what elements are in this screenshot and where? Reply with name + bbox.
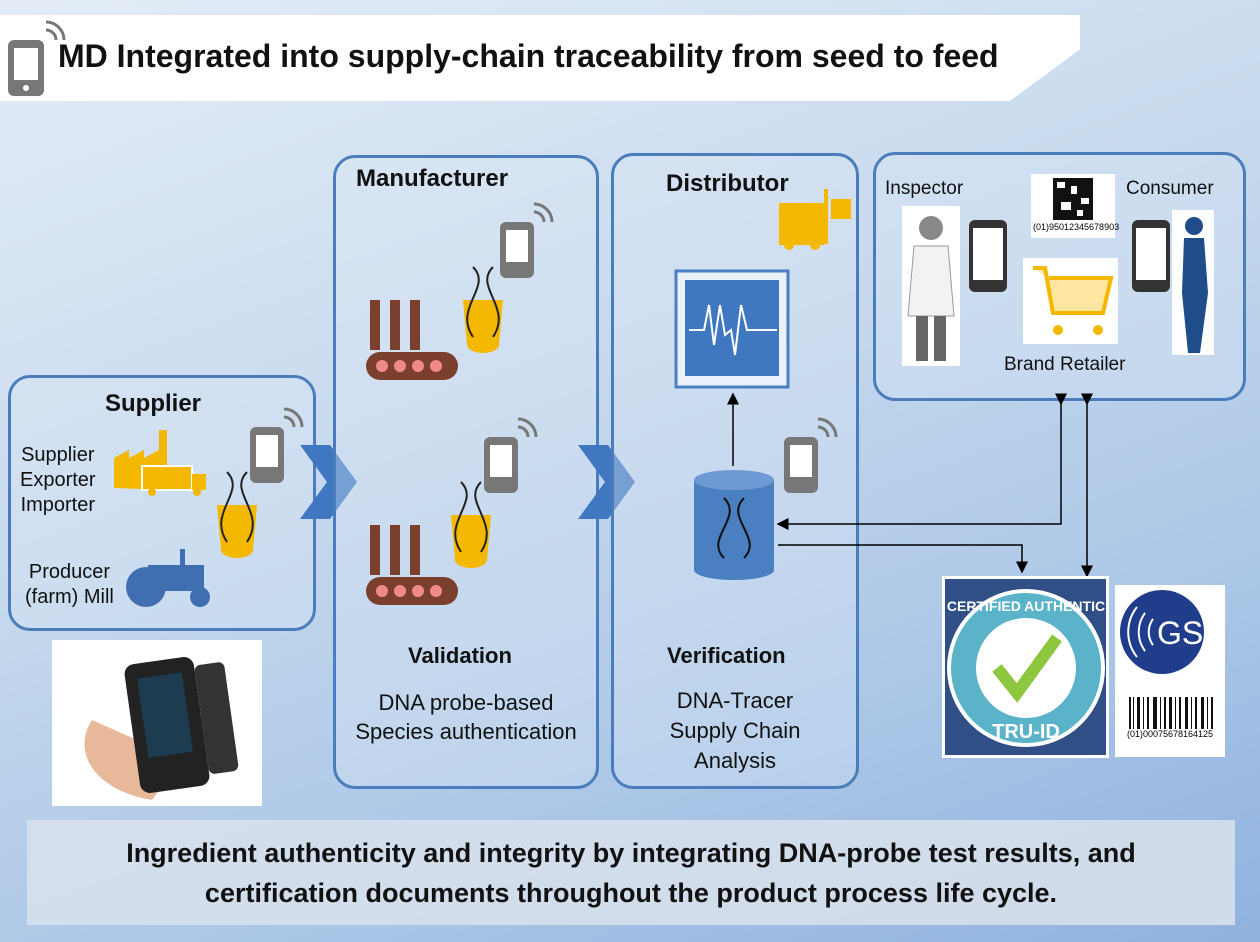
tru-id-certificate: CERTIFIED AUTHENTIC TRU-ID (942, 576, 1109, 758)
consumer-label: Consumer (1126, 178, 1214, 199)
banner-line2: certification documents throughout the p… (204, 877, 1058, 908)
distributor-heading: Distributor (666, 170, 789, 197)
dna-sample-icon (463, 266, 503, 353)
dna-sample-icon (217, 471, 257, 558)
production-line-icon (366, 300, 458, 380)
role-importer: Importer (20, 494, 96, 516)
linear-barcode-icon (1129, 697, 1213, 729)
verification-desc-line1: DNA-Tracer (676, 688, 794, 713)
tru-id-bottom-text: TRU-ID (992, 721, 1060, 743)
qr-code: (01)95012345678903 (1031, 174, 1120, 238)
page-title: MD Integrated into supply-chain traceabi… (58, 38, 999, 74)
supplier-roles: Supplier Exporter Importer (20, 443, 96, 518)
supplier-heading: Supplier (105, 390, 202, 417)
role-exporter: Exporter (20, 469, 96, 491)
inspector-figure-icon (902, 206, 960, 366)
verification-description: DNA-Tracer Supply Chain Analysis (613, 686, 857, 776)
tractor-icon (126, 549, 210, 607)
validation-desc-line2: Species authentication (355, 719, 577, 744)
verification-desc-line3: Analysis (694, 748, 776, 773)
shopping-cart-icon (1023, 258, 1118, 344)
consumer-figure-icon (1172, 210, 1214, 355)
dna-sample-icon (451, 481, 491, 568)
tru-id-seal-icon: CERTIFIED AUTHENTIC TRU-ID (947, 589, 1105, 747)
chevron-arrow-icon (300, 445, 357, 519)
production-line-icon (366, 525, 458, 605)
chevron-arrow-icon (578, 445, 635, 519)
dna-database-icon (694, 470, 774, 580)
gs1-logo-icon: GS1 (1120, 590, 1221, 674)
title-bar (0, 15, 1080, 101)
brand-retailer-label: Brand Retailer (1004, 354, 1126, 375)
manufacturer-box (333, 155, 599, 789)
qr-code-icon (1053, 178, 1093, 220)
inspector-label: Inspector (885, 178, 964, 199)
validation-description: DNA probe-based Species authentication (335, 688, 597, 746)
manufacturer-heading: Manufacturer (356, 165, 509, 192)
mobile-phone-icon (969, 220, 1007, 292)
qr-code-number: (01)95012345678903 (1033, 222, 1120, 232)
factory-truck-icon (114, 430, 206, 496)
monitor-waveform-icon (674, 269, 790, 389)
gs1-barcode-number: (01)00075678164125 (1126, 729, 1214, 739)
verification-desc-line2: Supply Chain (669, 718, 801, 743)
producer-line1: Producer (28, 561, 111, 583)
handheld-device-photo (52, 640, 262, 806)
mobile-device-icon (500, 202, 554, 278)
summary-banner: Ingredient authenticity and integrity by… (27, 820, 1235, 925)
mobile-phone-icon (1132, 220, 1170, 292)
producer-label: Producer (farm) Mill (25, 560, 114, 610)
banner-line1: Ingredient authenticity and integrity by… (126, 837, 1136, 868)
mobile-device-icon (484, 417, 538, 493)
forklift-icon (779, 189, 851, 250)
validation-heading: Validation (408, 643, 512, 668)
tru-id-top-text: CERTIFIED AUTHENTIC (947, 598, 1105, 614)
mobile-device-icon (8, 20, 66, 96)
gs1-text: GS1 (1157, 615, 1221, 651)
role-supplier: Supplier (21, 444, 95, 466)
validation-desc-line1: DNA probe-based (378, 690, 554, 715)
mobile-device-icon (250, 407, 304, 483)
gs1-certificate: GS1 (01)00075678164125 (1115, 585, 1225, 757)
verification-heading: Verification (667, 643, 786, 668)
producer-line2: (farm) Mill (25, 586, 114, 608)
